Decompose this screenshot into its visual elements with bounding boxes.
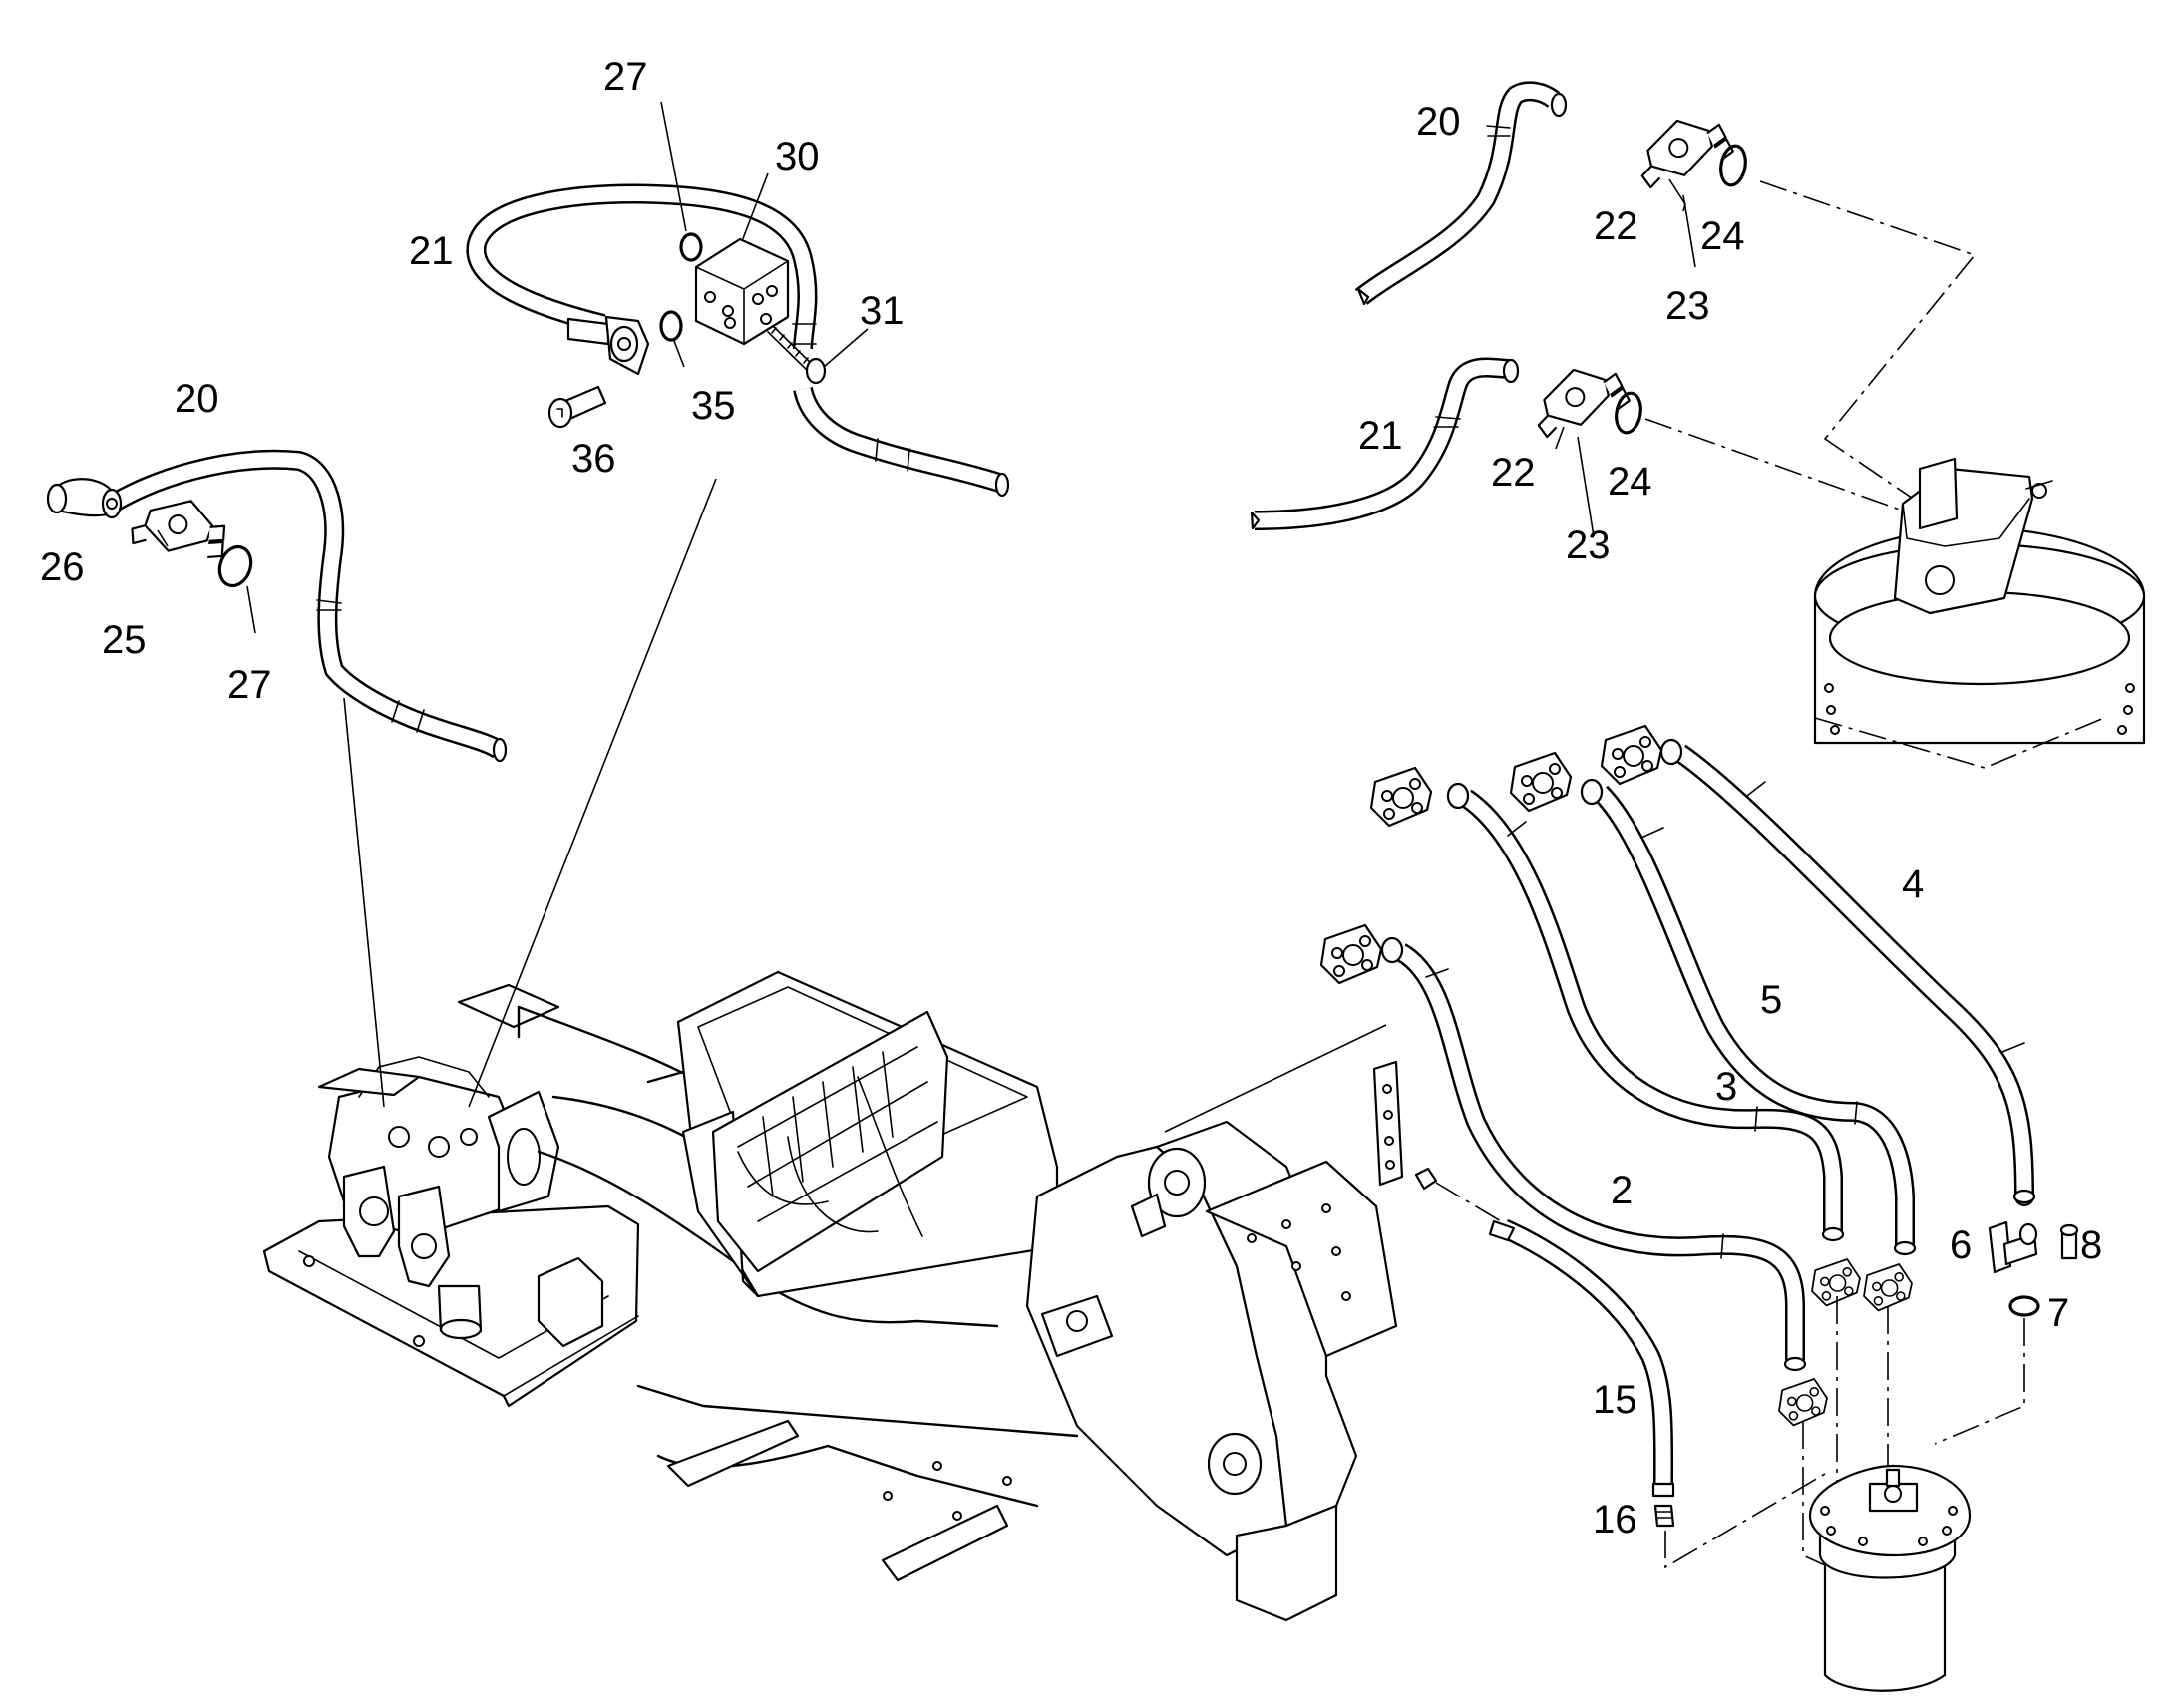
callout-31: 31 (860, 289, 905, 333)
callout-24-bottom: 24 (1608, 460, 1652, 504)
o-ring-35 (659, 310, 683, 342)
flange-hose-3 (1369, 766, 1433, 828)
flange-22-bottom (1523, 354, 1633, 440)
flange-hose-4 (1600, 724, 1663, 786)
o-ring-24-bottom (1615, 391, 1642, 435)
leader-20-left (343, 697, 385, 1108)
callout-25: 25 (102, 618, 147, 662)
fitting-6 (1988, 1220, 2038, 1274)
hose-20-left (99, 449, 505, 759)
bolt-31 (767, 326, 827, 385)
callout-30: 30 (775, 135, 820, 178)
flange-22-top (1627, 105, 1736, 190)
callout-27-left: 27 (227, 663, 272, 707)
machine-frame (262, 970, 1398, 1622)
hose-5 (1580, 778, 1917, 1256)
hose-21-right-assembly (1250, 357, 1520, 530)
callout-23-bottom: 23 (1566, 523, 1611, 567)
callout-2: 2 (1611, 1169, 1633, 1212)
callout-6: 6 (1950, 1223, 1972, 1267)
callout-20-left: 20 (175, 377, 219, 421)
fitting-16 (1653, 1504, 1675, 1528)
hydraulic-motor (1813, 457, 2146, 769)
hydraulic-motor-lower (1808, 1464, 1972, 1692)
callout-36: 36 (571, 437, 616, 481)
callout-20-right: 20 (1416, 100, 1461, 144)
bolt-36 (547, 385, 607, 429)
callout-21-right: 21 (1358, 414, 1403, 458)
o-ring-27-left (217, 544, 253, 588)
bolt-8 (2059, 1223, 2079, 1260)
o-ring-7 (2008, 1295, 2040, 1317)
leader-21-top (468, 478, 717, 1108)
hose-21-assembly-top (466, 183, 1010, 498)
callout-22-top: 22 (1594, 204, 1638, 248)
flange-lower-2 (1778, 1378, 1828, 1427)
flange-hose-5 (1509, 751, 1573, 813)
callout-8: 8 (2080, 1223, 2102, 1267)
flange-lower-3 (1811, 1258, 1861, 1307)
hose-4 (1659, 738, 2036, 1206)
callout-27-top: 27 (603, 55, 648, 99)
callout-26: 26 (40, 545, 85, 589)
hose-15 (1488, 1218, 1675, 1498)
hose-2 (1380, 936, 1807, 1372)
callout-4: 4 (1902, 862, 1924, 906)
o-ring-27-top (679, 232, 703, 262)
callout-15: 15 (1593, 1378, 1637, 1422)
hose-3 (1446, 782, 1845, 1242)
hose-20-right-assembly (1354, 81, 1568, 306)
callout-22-bottom: 22 (1491, 451, 1536, 495)
callout-16: 16 (1593, 1498, 1637, 1541)
o-ring-24-top (1719, 144, 1747, 187)
callout-21-top: 21 (409, 229, 454, 273)
callout-24-top: 24 (1700, 214, 1745, 258)
hose-20-left-assembly (46, 449, 508, 763)
manifold-block (1372, 1060, 1438, 1191)
flange-hose-2 (1319, 923, 1383, 985)
flange-26 (128, 489, 233, 563)
callout-3: 3 (1715, 1065, 1737, 1109)
valve-block-30 (694, 237, 790, 346)
callout-23-top: 23 (1665, 284, 1710, 328)
callout-5: 5 (1760, 978, 1782, 1022)
callout-7: 7 (2047, 1291, 2069, 1335)
flange-lower-5 (1863, 1263, 1913, 1312)
callout-35: 35 (691, 384, 736, 428)
